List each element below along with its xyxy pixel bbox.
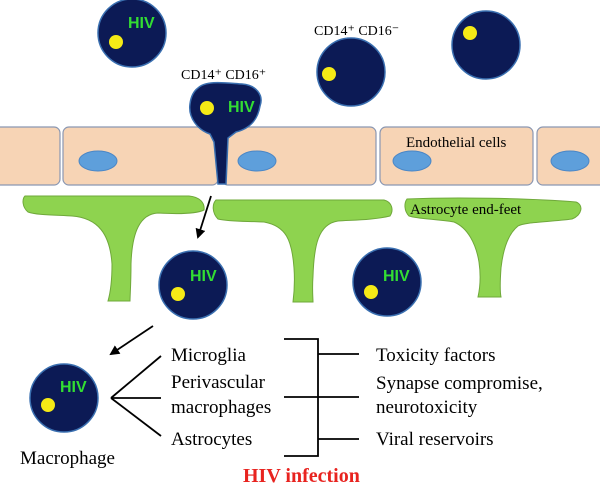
macrophage-cell: HIV [29, 363, 99, 433]
hiv-label-macrophage: HIV [60, 379, 87, 396]
cell-type-perivascular: Perivascular [171, 372, 266, 393]
hiv-label-brain-right: HIV [383, 268, 410, 285]
outcome-neurotoxicity: neurotoxicity [376, 397, 478, 418]
endothelial-nucleus [392, 150, 432, 172]
cell-type-macrophages: macrophages [171, 397, 271, 418]
endothelial-nucleus [237, 150, 277, 172]
outcome-toxicity-factors: Toxicity factors [376, 345, 496, 366]
outcome-viral-reservoirs: Viral reservoirs [376, 429, 494, 450]
hiv-label-transmigrating: HIV [228, 99, 255, 116]
endothelial-cells-label: Endothelial cells [406, 135, 507, 151]
cd14-cd16-positive-label: CD14⁺ CD16⁺ [181, 68, 266, 83]
endothelial-layer [0, 126, 600, 186]
outcome-connectors [318, 353, 359, 440]
macrophage-label: Macrophage [20, 448, 115, 469]
infected-cell-left: HIV [158, 250, 228, 320]
astrocyte-end-foot [22, 195, 205, 302]
hiv-label-brain-left: HIV [190, 268, 217, 285]
cell-type-bracket [284, 338, 319, 457]
endothelial-cell [0, 126, 61, 186]
astrocyte-end-feet [22, 195, 582, 303]
astrocyte-end-foot [212, 199, 393, 303]
transmigrating-monocyte: HIV [189, 81, 262, 185]
endothelial-nucleus [550, 150, 590, 172]
monocyte-top-left: HIV [97, 0, 167, 68]
endothelial-nucleus [78, 150, 118, 172]
hiv-label-top-left: HIV [128, 15, 155, 32]
hiv-infection-label: HIV infection [243, 465, 360, 487]
infected-cell-right: HIV [352, 247, 422, 317]
monocyte-top-right [451, 10, 521, 80]
monocyte-cd16-negative [316, 37, 386, 107]
cd14-cd16-negative-label: CD14⁺ CD16⁻ [314, 24, 399, 39]
cell-type-fork [110, 355, 162, 437]
entry-arrow [195, 195, 212, 239]
cell-type-microglia: Microglia [171, 345, 246, 366]
astrocyte-end-foot [404, 197, 582, 298]
astrocyte-end-feet-label: Astrocyte end-feet [410, 202, 522, 218]
differentiation-arrow [109, 325, 154, 356]
outcome-synapse-compromise: Synapse compromise, [376, 373, 543, 394]
cell-type-astrocytes: Astrocytes [171, 429, 252, 450]
